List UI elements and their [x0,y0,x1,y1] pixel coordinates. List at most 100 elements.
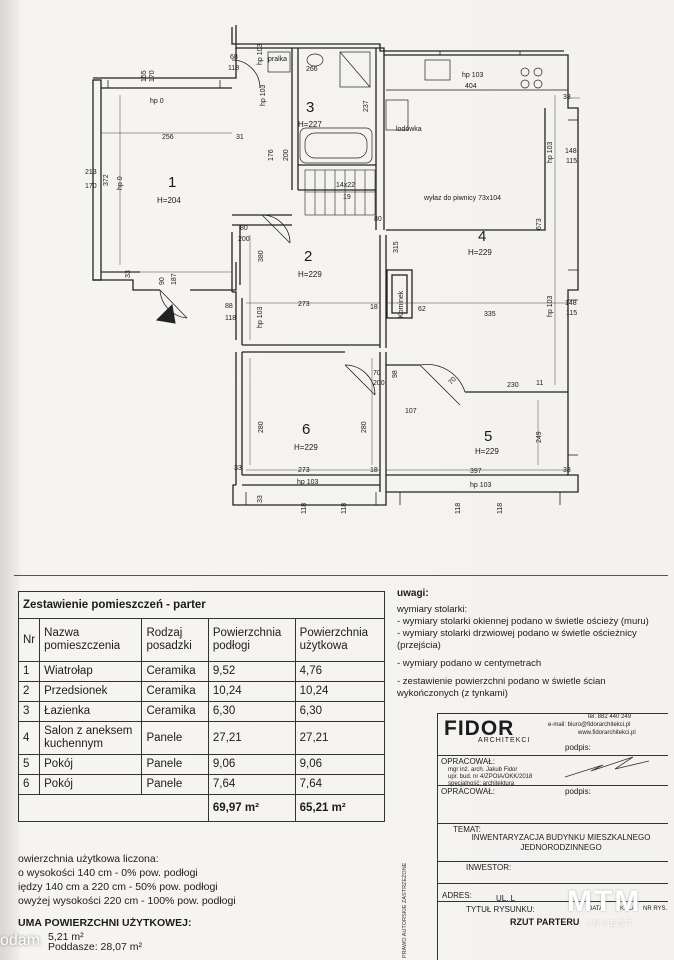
cell-name: Salon z aneksem kuchennym [39,721,143,755]
dim: 80 [374,216,382,223]
tb-line [438,713,668,714]
note-sum-value: 5,21 m² [48,931,84,943]
room-6-height: H=229 [294,443,318,452]
label-hp103-bath: hp 103 [260,84,267,106]
dim: 380 [258,250,265,262]
tb-podpis-label: podpis: [565,743,591,752]
dim: 237 [363,100,370,112]
tb-author: mgr inż. arch. Jakub Fidor upr. bud. nr … [448,767,532,788]
label-lodowka: lodówka [396,126,422,133]
label-hp103-room6: hp 103 [297,479,319,486]
cell-area: 6,30 [207,701,296,722]
cell-floor: Panele [141,721,209,755]
cell-nr: 5 [17,754,41,775]
table-row: 1 Wiatrołap Ceramika 9,52 4,76 [17,661,386,682]
contact-www: www.fidorarchitekci.pl [578,730,636,736]
dim: 335 [484,311,496,318]
dim: 90 [159,277,166,285]
cell-nr: 4 [17,721,41,755]
cell-floor: Ceramika [141,701,209,722]
note-attic: Poddasze: 28,07 m² [48,941,142,953]
dim: 118 [301,503,308,514]
note-line: owierzchnia użytkowa liczona: [18,853,159,865]
label-stair-count: 19 [343,194,351,201]
note-line: o wysokości 140 cm - 0% pow. podłogi [18,867,198,879]
room-4-height: H=229 [468,248,492,257]
header-area: Powierzchnia podłogi [207,618,296,662]
remarks-title: uwagi: [397,588,429,599]
cell-nr: 6 [17,774,41,795]
cell-name: Przedsionek [39,681,143,702]
cell-nr: 2 [17,681,41,702]
tb-opracowal-label: OPRACOWAŁ: [441,757,495,766]
header-usable: Powierzchnia użytkowa [294,618,386,662]
cell-area: 7,64 [207,774,296,795]
tb-tytul-label: TYTUŁ RYSUNKU: [466,905,535,914]
dim: 273 [298,467,310,474]
tb-temat-label: TEMAT: [453,825,481,834]
cell-usable: 4,76 [294,661,386,682]
label-hp103-top: hp 103 [257,43,264,65]
fidor-logo-sub: ARCHITEKCI [478,737,531,744]
tb-line [438,785,668,786]
contact-email: e-mail: biuro@fidorarchitekci.pl [548,722,631,728]
label-hp0-left: hp 0 [117,176,124,190]
dim: 115 [566,310,577,317]
tb-podpis2-label: podpis: [565,787,591,796]
room-3-height: H=227 [298,120,322,129]
table-title: Zestawienie pomieszczeń - parter [18,591,385,619]
dim: 266 [306,66,318,73]
header-name: Nazwa pomieszczenia [39,618,143,662]
dim: 31 [236,134,244,141]
label-hp103-right2: hp 103 [547,295,554,317]
label-kominek: Kominek [398,290,405,318]
dim: 200 [373,380,385,387]
dim: 11 [536,380,543,387]
dim: 249 [536,431,543,443]
tb-author-line: specjalność: architektura [448,781,515,787]
dim: 170 [149,70,156,82]
dim: 118 [341,503,348,514]
mtm-watermark-sub: INVEST [588,919,635,928]
dim: 18 [370,304,378,311]
tb-author-line: upr. bud. nr 4/ZPOIA/OKK/2018 [448,774,533,780]
header-floor: Rodzaj posadzki [141,618,209,662]
dim: 404 [465,83,477,90]
frame-line [14,575,668,576]
dim: 118 [455,503,462,514]
dim: 213 [85,169,97,176]
room-6-number: 6 [302,421,310,438]
dim: 70 [373,370,381,377]
dim: 148 [565,148,577,155]
note-sum-title: UMA POWIERZCHNI UŻYTKOWEJ: [18,917,192,929]
total-area: 69,97 m² [207,794,296,822]
cell-area: 9,52 [207,661,296,682]
label-pralka: pralka [268,56,287,63]
cell-usable: 9,06 [294,754,386,775]
tb-data-label: DATA: [588,906,605,912]
table-total-row: 69,97 m² 65,21 m² [18,794,386,822]
table-row: 4 Salon z aneksem kuchennym Panele 27,21… [17,721,386,755]
room-2-number: 2 [304,248,312,265]
signature-icon [564,756,650,778]
tb-line [438,901,668,902]
dim: 98 [392,370,399,378]
room-5-number: 5 [484,428,492,445]
room-5-height: H=229 [475,447,499,456]
dim: 372 [103,174,110,186]
dim: 280 [361,421,368,433]
table-row: 2 Przedsionek Ceramika 10,24 10,24 [17,681,386,702]
cell-nr: 1 [17,661,41,682]
dim: 70 [447,376,458,387]
dim: 118 [228,65,239,72]
dim: 33 [234,465,242,472]
tb-line [438,823,668,824]
cell-usable: 6,30 [294,701,386,722]
floor-plan: 1 H=204 2 H=229 3 H=227 4 H=229 5 H=229 … [85,25,580,514]
tb-tytul-value: RZUT PARTERU [510,917,580,927]
dim: 33 [563,94,571,101]
dim: 256 [162,134,174,141]
dim: 397 [470,468,482,475]
tb-line [438,861,668,862]
note-line: owyżej wysokości 220 cm - 100% pow. podł… [18,895,236,907]
